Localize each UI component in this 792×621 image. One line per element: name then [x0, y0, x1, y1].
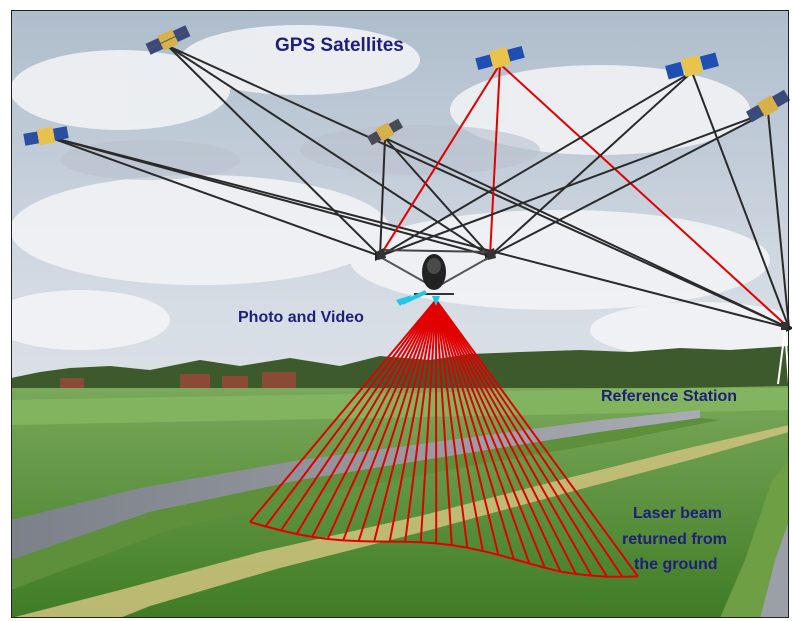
gps-link: [379, 111, 769, 257]
laser-beam: [311, 299, 437, 538]
laser-beam: [435, 299, 562, 572]
laser-beam-label-line1: Laser beam: [633, 505, 722, 522]
laser-beam: [435, 299, 546, 569]
laser-beam: [249, 299, 437, 523]
gps-link: [379, 137, 386, 257]
gps-link-red: [379, 63, 501, 257]
gps-link: [691, 71, 790, 329]
laser-beam: [280, 299, 437, 531]
laser-beam: [435, 299, 608, 578]
helicopter-icon: [376, 248, 496, 295]
gps-link: [167, 45, 381, 257]
gps-link: [384, 137, 491, 257]
laser-beam: [295, 299, 437, 535]
laser-beam: [435, 299, 593, 577]
gps-link-red: [499, 63, 790, 329]
laser-beam: [435, 299, 531, 564]
satellite-icon: [366, 118, 404, 146]
camera-view-icon: [396, 290, 440, 306]
gps-link: [767, 111, 790, 329]
satellite-icon: [145, 25, 191, 55]
gps-link: [379, 71, 693, 257]
landscape-background: [11, 10, 789, 618]
laser-fan: [249, 299, 639, 578]
laser-beam: [373, 299, 437, 542]
laser-beam: [264, 299, 437, 527]
gps-links: [45, 45, 792, 333]
satellite-icon: [745, 89, 791, 123]
laser-beam: [435, 299, 577, 575]
laser-beam: [435, 299, 484, 552]
gps-link: [45, 135, 381, 257]
gps-satellites-label: GPS Satellites: [275, 35, 404, 56]
photo-video-label: Photo and Video: [238, 309, 364, 326]
gps-link-red: [489, 63, 501, 257]
laser-beam: [435, 299, 639, 578]
laser-beam: [435, 299, 469, 548]
laser-ground-trace: [249, 521, 639, 578]
gps-link: [384, 137, 790, 329]
gps-link: [45, 135, 790, 329]
gps-link: [489, 71, 693, 257]
satellite-icon: [475, 45, 525, 71]
canal-left: [11, 410, 700, 560]
satellite-icon: [665, 52, 719, 80]
dike-path: [11, 425, 789, 618]
laser-beam: [404, 299, 437, 542]
laser-beam: [419, 299, 437, 543]
laser-beam: [435, 299, 624, 578]
satellite-icon: [23, 126, 69, 146]
houses: [60, 372, 296, 390]
gps-link: [489, 111, 769, 257]
canal-right: [760, 520, 789, 618]
laser-beam-label-line2: returned from: [622, 531, 727, 548]
laser-beam: [342, 299, 437, 541]
gps-link: [167, 45, 790, 329]
laser-beam: [388, 299, 437, 542]
laser-beam: [435, 299, 515, 560]
laser-beam: [326, 299, 437, 540]
reference-station-label: Reference Station: [601, 388, 737, 405]
laser-beam-label-line3: the ground: [634, 556, 718, 573]
laser-beam: [435, 299, 453, 546]
laser-beam: [357, 299, 437, 542]
laser-beam: [435, 299, 500, 556]
gps-link: [167, 45, 491, 257]
